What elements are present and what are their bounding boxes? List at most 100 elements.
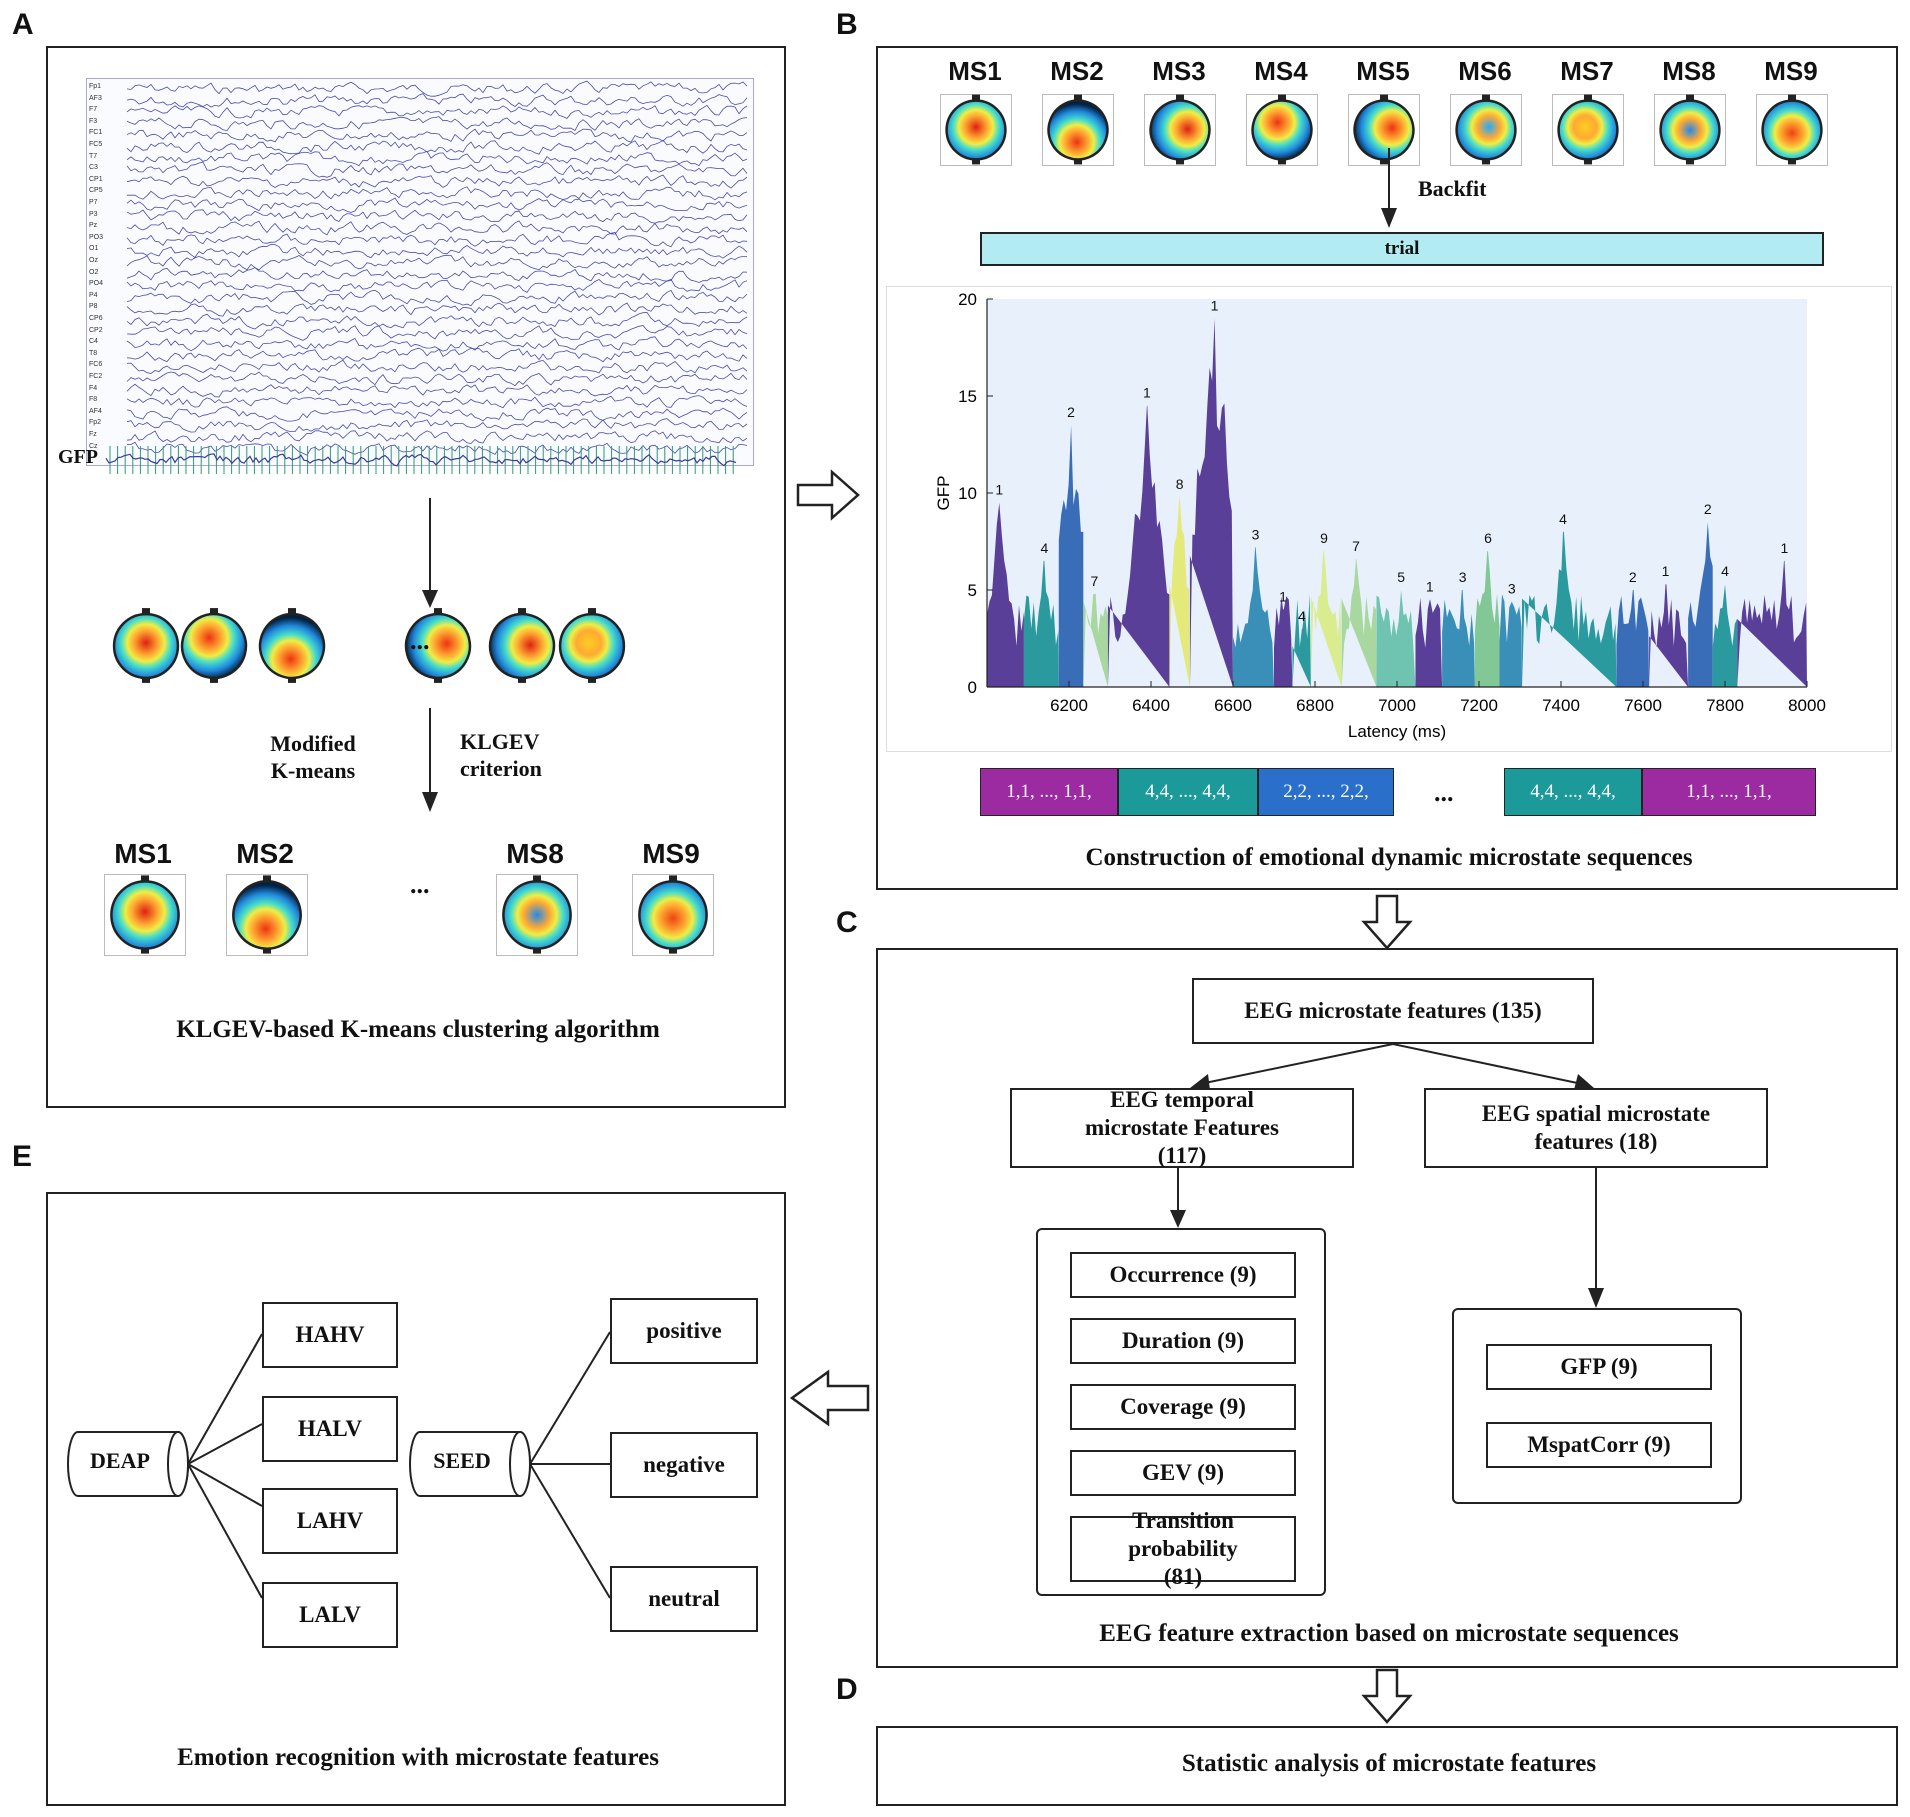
y-tick-label: 5 xyxy=(968,581,977,600)
sequence-segment: 4,4, ..., 4,4, xyxy=(1504,768,1642,816)
gfp-segment-area xyxy=(1688,522,1713,687)
candidate-ellipsis: ... xyxy=(410,626,430,655)
result-map-title: MS1 xyxy=(114,838,172,869)
eeg-channel-trace xyxy=(126,150,748,167)
segment-label: 4 xyxy=(1559,511,1567,527)
x-tick-label: 7800 xyxy=(1706,696,1744,715)
segment-label: 9 xyxy=(1320,530,1328,546)
panel-label-b: B xyxy=(836,8,858,41)
template-map-title: MS7 xyxy=(1560,56,1614,86)
x-tick-label: 7400 xyxy=(1542,696,1580,715)
candidate-map xyxy=(484,608,560,689)
eeg-channel-trace xyxy=(126,371,748,387)
template-map-title: MS1 xyxy=(948,56,1002,86)
segment-label: 7 xyxy=(1091,573,1099,589)
gfp-segment-area xyxy=(1058,425,1084,687)
klgev-criterion-label: KLGEV criterion xyxy=(460,729,542,781)
template-microstate-map xyxy=(1348,94,1420,166)
x-tick-label: 8000 xyxy=(1788,696,1826,715)
gfp-segment-area xyxy=(1474,551,1500,687)
x-tick-label: 6600 xyxy=(1214,696,1252,715)
segment-label: 3 xyxy=(1252,526,1260,542)
channel-label: F4 xyxy=(89,384,98,392)
channel-label: F7 xyxy=(89,106,98,114)
candidate-map xyxy=(554,608,630,689)
eeg-channel-trace xyxy=(126,209,748,224)
segment-label: 2 xyxy=(1629,569,1637,585)
template-map-title: MS2 xyxy=(1050,56,1104,86)
result-map-title: MS9 xyxy=(642,838,700,869)
channel-label: CP1 xyxy=(89,175,103,183)
gfp-segment-area xyxy=(1712,584,1738,687)
segment-label: 1 xyxy=(995,482,1003,498)
eeg-channel-trace xyxy=(126,174,748,189)
result-map-title: MS8 xyxy=(506,838,564,869)
channel-label: CP2 xyxy=(89,326,103,334)
eeg-channel-trace xyxy=(126,418,748,433)
template-microstate-map xyxy=(940,94,1012,166)
channel-label: Fp1 xyxy=(89,83,102,90)
gfp-segment-area xyxy=(1189,318,1233,687)
eeg-channel-trace xyxy=(126,197,748,213)
template-map-title: MS9 xyxy=(1764,56,1818,86)
arrow-down-icon xyxy=(422,708,438,812)
channel-label: P7 xyxy=(89,199,98,206)
channel-label: Pz xyxy=(89,222,98,230)
template-map-title: MS3 xyxy=(1152,56,1206,86)
gfp-segment-area xyxy=(1292,594,1311,687)
seed-class-negative: negative xyxy=(610,1432,758,1498)
eeg-channel-trace xyxy=(126,267,748,283)
channel-label: Fp2 xyxy=(89,419,102,427)
eeg-traces xyxy=(126,80,748,456)
segment-label: 2 xyxy=(1067,404,1075,420)
gfp-segment-area xyxy=(1376,590,1416,687)
gfp-segment-area xyxy=(1737,560,1807,687)
deap-dataset: DEAP xyxy=(90,1448,150,1473)
candidate-map xyxy=(254,608,330,689)
segment-label: 7 xyxy=(1352,538,1360,554)
channel-label: T8 xyxy=(89,349,98,357)
microstate-sequence: 1,1, ..., 1,1,4,4, ..., 4,4,2,2, ..., 2,… xyxy=(878,768,1900,820)
hollow-arrow-left-icon xyxy=(789,1369,870,1427)
segment-label: 6 xyxy=(1484,530,1492,546)
result-microstate-map xyxy=(496,874,578,956)
template-map-title: MS5 xyxy=(1356,56,1410,86)
template-microstate-map xyxy=(1654,94,1726,166)
candidate-map xyxy=(176,608,252,689)
channel-label: AF3 xyxy=(89,94,102,102)
eeg-channel-trace xyxy=(126,116,748,132)
channel-label: CP5 xyxy=(89,187,103,195)
y-axis-label: GFP xyxy=(934,476,953,511)
segment-label: 1 xyxy=(1211,297,1219,313)
panel-d-caption: Statistic analysis of microstate feature… xyxy=(1181,1750,1597,1777)
result-microstate-map xyxy=(226,874,308,956)
eeg-channel-trace xyxy=(126,347,748,363)
gfp-segment-area xyxy=(1616,590,1650,687)
transition-probability-item: Transition probability (81) xyxy=(1070,1508,1296,1589)
microstate-template-row: MS1 MS2 xyxy=(878,56,1900,176)
template-map-title: MS6 xyxy=(1458,56,1512,86)
template-microstate-map xyxy=(1552,94,1624,166)
x-tick-label: 6400 xyxy=(1132,696,1170,715)
template-microstate-map xyxy=(1246,94,1318,166)
x-axis-label: Latency (ms) xyxy=(1348,722,1446,741)
channel-label: O2 xyxy=(89,268,99,276)
channel-label: C3 xyxy=(89,164,98,172)
deap-class-hahv: HAHV xyxy=(262,1302,398,1368)
segment-label: 3 xyxy=(1459,569,1467,585)
hollow-arrow-right-icon xyxy=(796,469,860,521)
x-tick-label: 6800 xyxy=(1296,696,1334,715)
gfp-segment-area xyxy=(1107,405,1170,687)
result-microstate-map xyxy=(632,874,714,956)
sequence-segment: 4,4, ..., 4,4, xyxy=(1118,768,1258,816)
panel-c-connectors xyxy=(1170,1043,1604,1308)
panel-e: DEAP SEED HAHV HALV LAHV LALV positive n… xyxy=(46,1192,786,1806)
arrow-down-icon xyxy=(1381,148,1397,228)
gfp-segment-area xyxy=(1522,531,1617,687)
result-ellipsis: ... xyxy=(410,870,430,899)
deap-class-lalv: LALV xyxy=(262,1582,398,1648)
channel-label: FC1 xyxy=(89,129,103,137)
eeg-channel-trace xyxy=(126,186,748,201)
